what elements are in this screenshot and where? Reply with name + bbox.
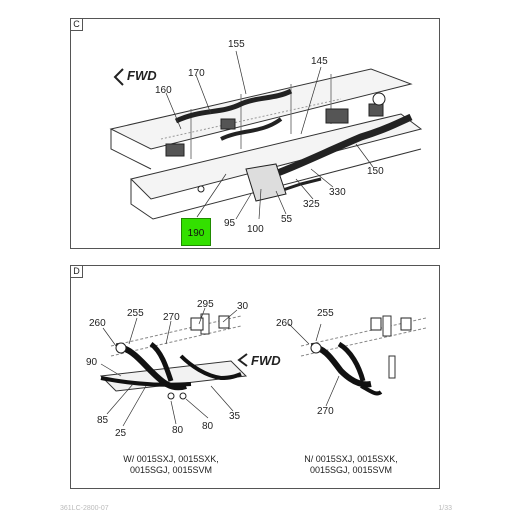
- fwd-arrow-icon: [237, 353, 248, 367]
- left-caption-line-1: W/ 0015SXJ, 0015SXK,: [123, 454, 219, 464]
- left-variant-caption: W/ 0015SXJ, 0015SXK, 0015SGJ, 0015SVM: [91, 454, 251, 476]
- callout-255-right: 255: [317, 308, 334, 319]
- footer-right-code: 1/33: [438, 505, 452, 512]
- right-variant-caption: N/ 0015SXJ, 0015SXK, 0015SGJ, 0015SVM: [271, 454, 431, 476]
- right-caption-line-2: 0015SGJ, 0015SVM: [309, 465, 393, 475]
- callout-55: 55: [281, 214, 293, 225]
- panel-d-letter: D: [71, 266, 83, 278]
- fwd-arrow-icon: [113, 68, 124, 86]
- callout-90: 90: [86, 357, 98, 368]
- callout-155: 155: [228, 39, 245, 50]
- callout-80-a: 80: [172, 425, 184, 436]
- callout-160: 160: [155, 85, 172, 96]
- callout-295: 295: [197, 299, 214, 310]
- callout-80-b: 80: [202, 421, 214, 432]
- callout-25: 25: [115, 428, 127, 439]
- callout-100: 100: [247, 224, 264, 235]
- callout-95: 95: [224, 218, 236, 229]
- footer-left-code: 361LC-2800-07: [60, 505, 109, 512]
- callout-150: 150: [367, 166, 384, 177]
- detail-panel-c: C FWD: [70, 18, 440, 249]
- callout-260: 260: [89, 318, 106, 329]
- callout-170: 170: [188, 68, 205, 79]
- callout-145: 145: [311, 56, 328, 67]
- detail-panel-d: D FWD: [70, 265, 440, 489]
- callout-30: 30: [237, 301, 249, 312]
- callout-85: 85: [97, 415, 109, 426]
- callout-330: 330: [329, 187, 346, 198]
- panel-c-letter: C: [71, 19, 83, 31]
- callout-270: 270: [163, 312, 180, 323]
- callout-325: 325: [303, 199, 320, 210]
- direction-label: FWD: [127, 68, 157, 83]
- direction-label: FWD: [251, 353, 281, 368]
- right-caption-line-1: N/ 0015SXJ, 0015SXK,: [304, 454, 398, 464]
- callout-270-right: 270: [317, 406, 334, 417]
- left-caption-line-2: 0015SGJ, 0015SVM: [129, 465, 213, 475]
- panel-c-illustration: FWD 155 145 170 160 150 330 325 55 100 9…: [109, 39, 423, 235]
- callout-35: 35: [229, 411, 241, 422]
- panel-d-illustration: FWD: [86, 299, 427, 439]
- callout-260-right: 260: [276, 318, 293, 329]
- callout-255: 255: [127, 308, 144, 319]
- highlighted-callout-190[interactable]: 190: [181, 218, 211, 246]
